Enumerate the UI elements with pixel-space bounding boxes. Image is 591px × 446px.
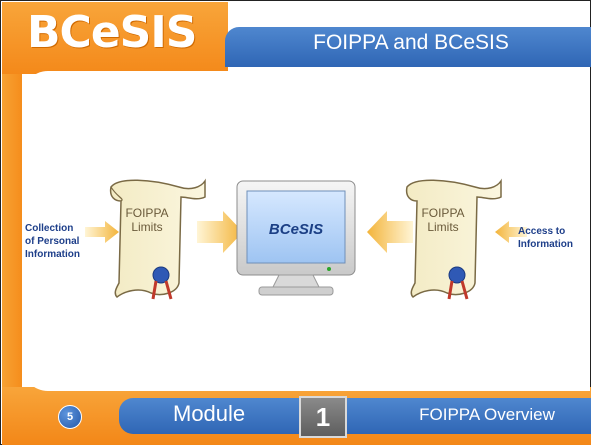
access-label: Access to Information <box>518 225 590 251</box>
scroll-left-line1: FOIPPA <box>125 206 168 220</box>
orange-frame-left <box>2 2 22 444</box>
section-label: FOIPPA Overview <box>419 405 555 424</box>
arrow-right-large <box>367 211 413 253</box>
arrow-right-small <box>495 221 527 243</box>
monitor-label: BCeSIS <box>269 221 323 238</box>
collection-label: Collection of Personal Information <box>25 222 95 261</box>
module-number-badge: 1 <box>299 396 347 438</box>
monitor-icon <box>236 180 356 296</box>
arrow-left-small <box>85 221 119 243</box>
title-bar <box>225 27 591 67</box>
slide-title: FOIPPA and BCeSIS <box>313 31 509 54</box>
module-label: Module <box>173 401 246 426</box>
scroll-right-line1: FOIPPA <box>421 206 464 220</box>
orange-frame-top <box>2 2 228 74</box>
bcesis-logo: BCeSIS <box>27 7 197 58</box>
scroll-right-line2: Limits <box>427 220 458 234</box>
collection-label-line1: Collection <box>25 223 74 234</box>
collection-label-line2: of Personal <box>25 236 80 247</box>
arrow-left-large <box>197 211 243 253</box>
page-number-badge: 5 <box>58 405 82 429</box>
scroll-right-icon <box>405 178 502 300</box>
access-label-line2: Information <box>518 239 573 250</box>
collection-label-line3: Information <box>25 249 80 260</box>
access-label-line1: Access to <box>518 226 566 237</box>
scroll-left-icon <box>109 178 206 300</box>
bottom-bar <box>119 398 591 434</box>
scroll-left-line2: Limits <box>131 220 162 234</box>
